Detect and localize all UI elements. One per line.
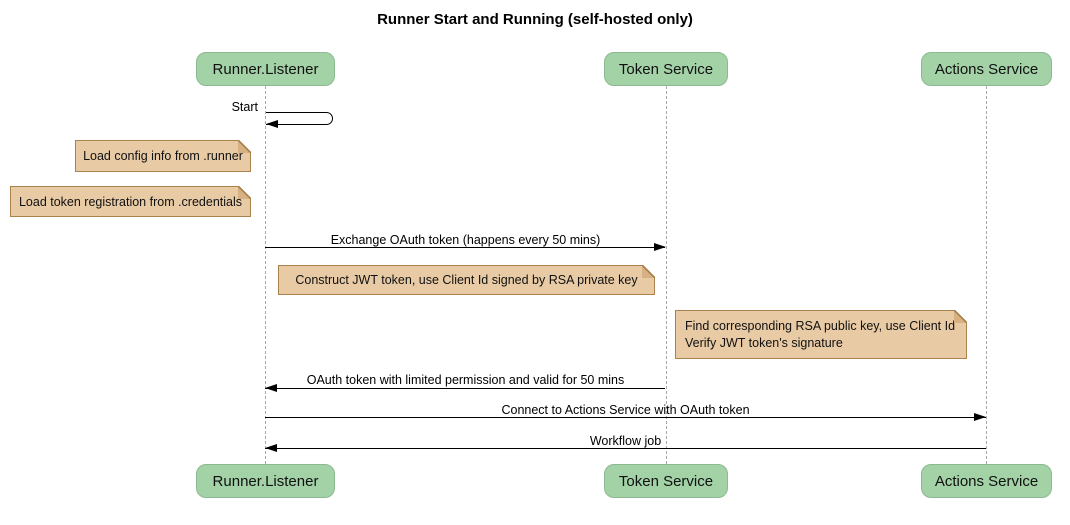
participant-token-service-bottom: Token Service: [604, 464, 728, 498]
note-fold-icon: [954, 310, 967, 323]
note-fold-icon: [642, 265, 655, 278]
self-message-loop: [266, 112, 333, 125]
participant-actions-service-bottom: Actions Service: [921, 464, 1052, 498]
self-message-label: Start: [231, 100, 258, 114]
arrowhead-left-icon: [265, 384, 277, 392]
note-text: Load token registration from .credential…: [18, 194, 243, 209]
arrowhead-left-icon: [265, 444, 277, 452]
lifeline-token-service: [666, 86, 667, 464]
note-verify-jwt: Find corresponding RSA public key, use C…: [675, 310, 967, 359]
note-fold-icon: [238, 186, 251, 199]
participant-runner-listener-bottom: Runner.Listener: [196, 464, 335, 498]
message-label-exchange-oauth: Exchange OAuth token (happens every 50 m…: [330, 233, 601, 247]
note-load-token-registration: Load token registration from .credential…: [10, 186, 251, 217]
message-line-exchange-oauth: [265, 247, 665, 248]
message-line-oauth-token-returned: [265, 388, 665, 389]
note-fold-icon: [238, 140, 251, 153]
note-text: Construct JWT token, use Client Id signe…: [295, 273, 638, 287]
note-text: Load config info from .runner: [83, 149, 243, 163]
lifeline-actions-service: [986, 86, 987, 464]
message-label-connect-actions: Connect to Actions Service with OAuth to…: [501, 403, 750, 417]
message-line-connect-actions: [265, 417, 986, 418]
diagram-title: Runner Start and Running (self-hosted on…: [377, 11, 693, 28]
arrowhead-right-icon: [654, 243, 666, 251]
lifeline-runner-listener: [265, 86, 266, 464]
arrowhead-left-icon: [266, 120, 278, 128]
arrowhead-right-icon: [974, 413, 986, 421]
message-label-workflow-job: Workflow job: [589, 434, 662, 448]
participant-token-service-top: Token Service: [604, 52, 728, 86]
message-line-workflow-job: [265, 448, 986, 449]
message-label-oauth-token-returned: OAuth token with limited permission and …: [306, 373, 625, 387]
participant-runner-listener-top: Runner.Listener: [196, 52, 335, 86]
note-load-config: Load config info from .runner: [75, 140, 251, 172]
note-text-line-1: Find corresponding RSA public key, use C…: [685, 319, 956, 333]
note-construct-jwt: Construct JWT token, use Client Id signe…: [278, 265, 655, 295]
note-text-line-2: Verify JWT token's signature: [685, 336, 843, 350]
participant-actions-service-top: Actions Service: [921, 52, 1052, 86]
